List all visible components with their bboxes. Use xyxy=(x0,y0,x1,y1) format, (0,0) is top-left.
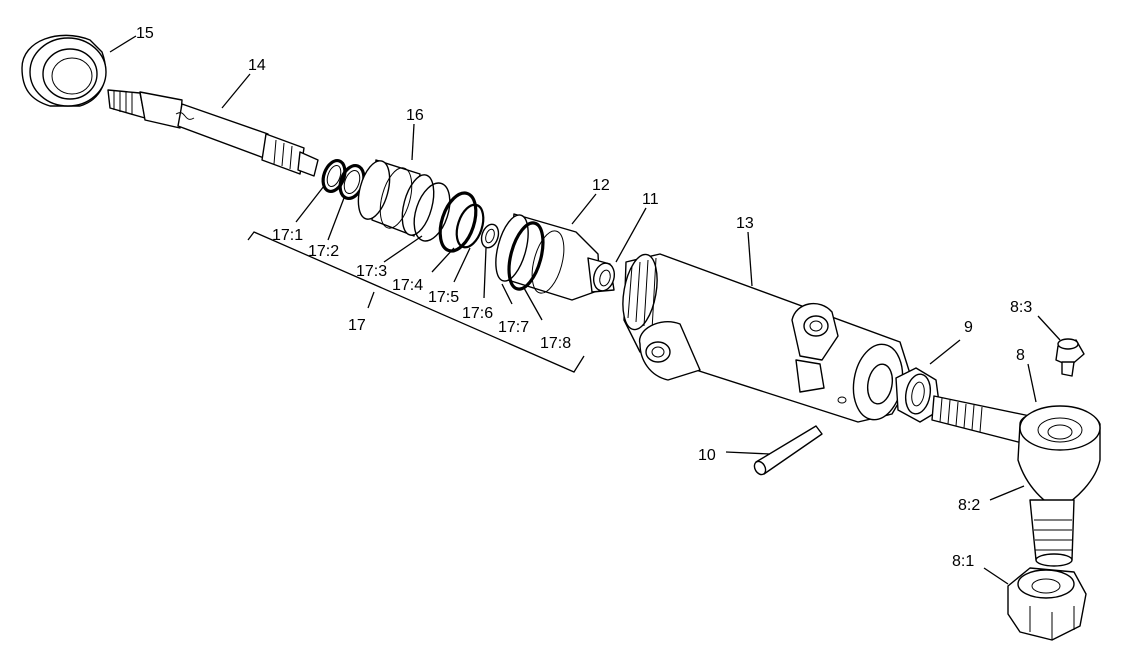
part-8-rod-end xyxy=(931,395,1101,567)
label-9: 9 xyxy=(964,319,973,336)
label-11: 11 xyxy=(642,191,659,208)
part-16-gland xyxy=(357,159,435,237)
label-8-3: 8:3 xyxy=(1010,299,1032,316)
label-17-3: 17:3 xyxy=(356,263,387,280)
part-17-3-ring xyxy=(413,182,451,242)
label-15: 15 xyxy=(136,25,154,42)
part-12-piston xyxy=(495,213,616,301)
label-17-1: 17:1 xyxy=(272,227,303,244)
part-8-1-castle-nut xyxy=(1007,567,1087,641)
part-14-piston-rod xyxy=(107,89,319,177)
label-17-7: 17:7 xyxy=(498,319,529,336)
label-17-5: 17:5 xyxy=(428,289,459,306)
part-9-lock-nut xyxy=(895,367,941,423)
part-labels: 15 14 16 12 11 13 9 8:3 8 10 8:2 8:1 17:… xyxy=(136,25,1032,570)
label-17: 17 xyxy=(348,317,366,334)
part-13-cylinder-barrel xyxy=(622,253,913,423)
label-17-2: 17:2 xyxy=(308,243,339,260)
label-17-8: 17:8 xyxy=(540,335,571,352)
label-8-2: 8:2 xyxy=(958,497,980,514)
label-13: 13 xyxy=(736,215,754,232)
part-8-3-grease-nipple xyxy=(1055,338,1085,377)
part-17-6-bushing xyxy=(480,223,500,249)
leader-lines xyxy=(109,35,1061,585)
label-8-1: 8:1 xyxy=(952,553,974,570)
label-8: 8 xyxy=(1016,347,1025,364)
label-17-6: 17:6 xyxy=(462,305,493,322)
part-10-pin xyxy=(753,425,823,476)
label-12: 12 xyxy=(592,177,610,194)
label-17-4: 17:4 xyxy=(392,277,423,294)
label-16: 16 xyxy=(406,107,424,124)
label-14: 14 xyxy=(248,57,266,74)
part-17-5-ring xyxy=(455,203,485,249)
part-17-4-ring xyxy=(438,191,478,253)
label-10: 10 xyxy=(698,447,716,464)
part-17-1-wiper xyxy=(321,158,347,194)
part-15-end-cap xyxy=(21,34,107,107)
